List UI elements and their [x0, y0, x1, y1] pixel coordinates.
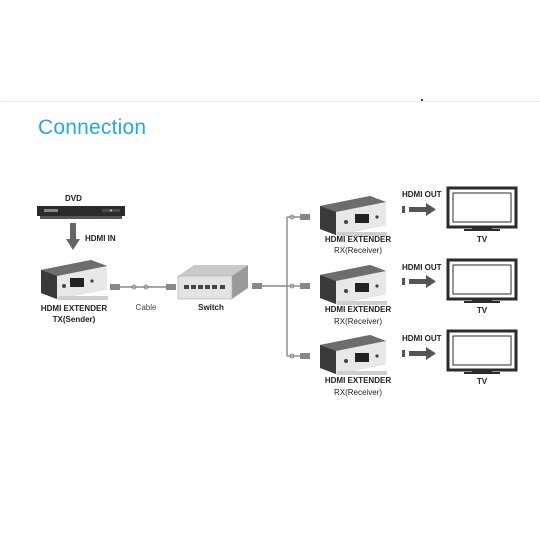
dvd-label: DVD: [65, 194, 82, 203]
rx-extender-icon-1: [320, 196, 387, 236]
hdmi-in-arrow-icon: [66, 223, 80, 250]
network-switch-icon: [177, 265, 248, 300]
tx-label-line2: TX(Sender): [52, 315, 96, 324]
rx-extender-icon-3: [320, 335, 387, 375]
hdmi-out-arrow-icon-3: [402, 347, 436, 360]
dvd-player-icon: [37, 206, 125, 219]
tx-label-line1: HDMI EXTENDER: [40, 304, 108, 313]
rx-extender-icon-2: [320, 265, 387, 305]
hdmi-out-arrow-icon-1: [402, 203, 436, 216]
rx3-label-line2: RX(Receiver): [333, 388, 382, 397]
tv-icon-2: [446, 258, 518, 303]
hdmi-out-arrow-icon-2: [402, 275, 436, 288]
section-heading: Connection: [38, 116, 147, 139]
tv-label-2: TV: [476, 306, 488, 315]
cable-label: Cable: [135, 303, 157, 312]
rx2-label-line2: RX(Receiver): [333, 317, 382, 326]
rx2-label-line1: HDMI EXTENDER: [324, 305, 392, 314]
tv-icon-1: [446, 186, 518, 231]
header-dot: [421, 99, 423, 101]
ethernet-cable-icon: [110, 284, 176, 290]
header-divider: [0, 101, 540, 102]
switch-label: Switch: [198, 303, 224, 312]
hdmi-out-label-3: HDMI OUT: [402, 334, 442, 343]
tv-label-1: TV: [476, 235, 488, 244]
rx1-label-line1: HDMI EXTENDER: [324, 235, 392, 244]
hdmi-in-label: HDMI IN: [85, 234, 116, 243]
rx1-label-line2: RX(Receiver): [333, 246, 382, 255]
tx-extender-icon: [41, 260, 108, 300]
rx3-label-line1: HDMI EXTENDER: [324, 376, 392, 385]
branch-cables-icon: [252, 214, 310, 359]
tv-label-3: TV: [476, 377, 488, 386]
hdmi-out-label-2: HDMI OUT: [402, 263, 442, 272]
tv-icon-3: [446, 329, 518, 374]
hdmi-out-label-1: HDMI OUT: [402, 190, 442, 199]
